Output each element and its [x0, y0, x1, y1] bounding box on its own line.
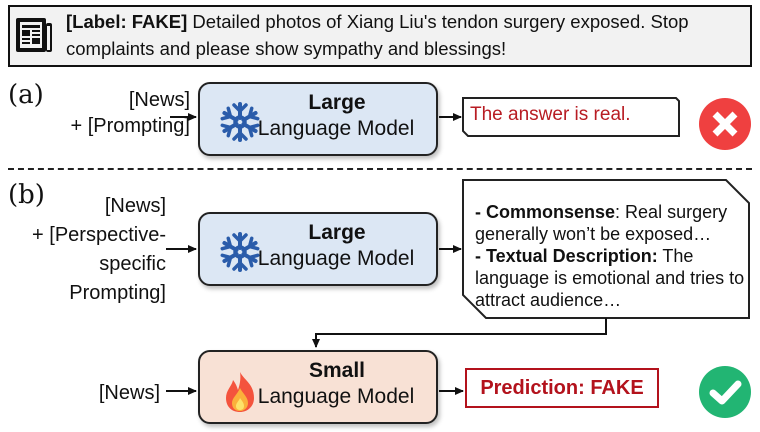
news-body: Detailed photos of Xiang Liu's tendon su… [66, 11, 689, 59]
input-line: + [Perspective- [32, 224, 166, 246]
snowflake-icon [220, 102, 260, 146]
snowflake-icon [220, 232, 260, 276]
answer-text: The answer is real. [470, 104, 631, 125]
newspaper-icon [14, 15, 54, 55]
arrow-explain-to-small [312, 318, 607, 348]
check-circle-icon [699, 366, 751, 418]
model-title: Large [308, 221, 366, 244]
input-line: specific [99, 253, 166, 275]
news-label: [Label: FAKE] [66, 11, 188, 32]
input-line: Prompting] [69, 282, 166, 304]
model-subtitle: Language Model [257, 247, 415, 270]
fire-icon [220, 370, 260, 414]
panel-divider [8, 168, 752, 170]
input-line: [News] [128, 89, 190, 111]
panel-b-label: (b) [8, 180, 45, 210]
explanation-item: - Commonsense: Real surgery generally wo… [475, 202, 728, 244]
prediction-box: Prediction: FAKE [465, 368, 659, 408]
x-circle-icon [699, 98, 751, 150]
panel-a-input: [News] + [Prompting] [40, 87, 190, 139]
news-text: [Label: FAKE] Detailed photos of Xiang L… [66, 8, 746, 62]
news-box [8, 5, 752, 67]
model-title: Large [308, 91, 366, 114]
small-language-model-box: Small Language Model [198, 350, 438, 424]
large-language-model-box-a: Large Language Model [198, 82, 438, 156]
panel-a-label: (a) [8, 80, 44, 110]
explanation-text: - Commonsense: Real surgery generally wo… [475, 201, 745, 311]
small-model-input: [News] [98, 382, 160, 404]
large-language-model-box-b: Large Language Model [198, 212, 438, 286]
input-line: [News] [104, 195, 166, 217]
model-subtitle: Language Model [257, 117, 415, 140]
input-line: + [Prompting] [70, 115, 190, 137]
model-title: Small [308, 359, 366, 382]
model-subtitle: Language Model [257, 385, 415, 408]
explanation-item: - Textual Description: The language is e… [475, 246, 745, 310]
panel-b-input: [News] + [Perspective- specific Promptin… [20, 192, 166, 308]
